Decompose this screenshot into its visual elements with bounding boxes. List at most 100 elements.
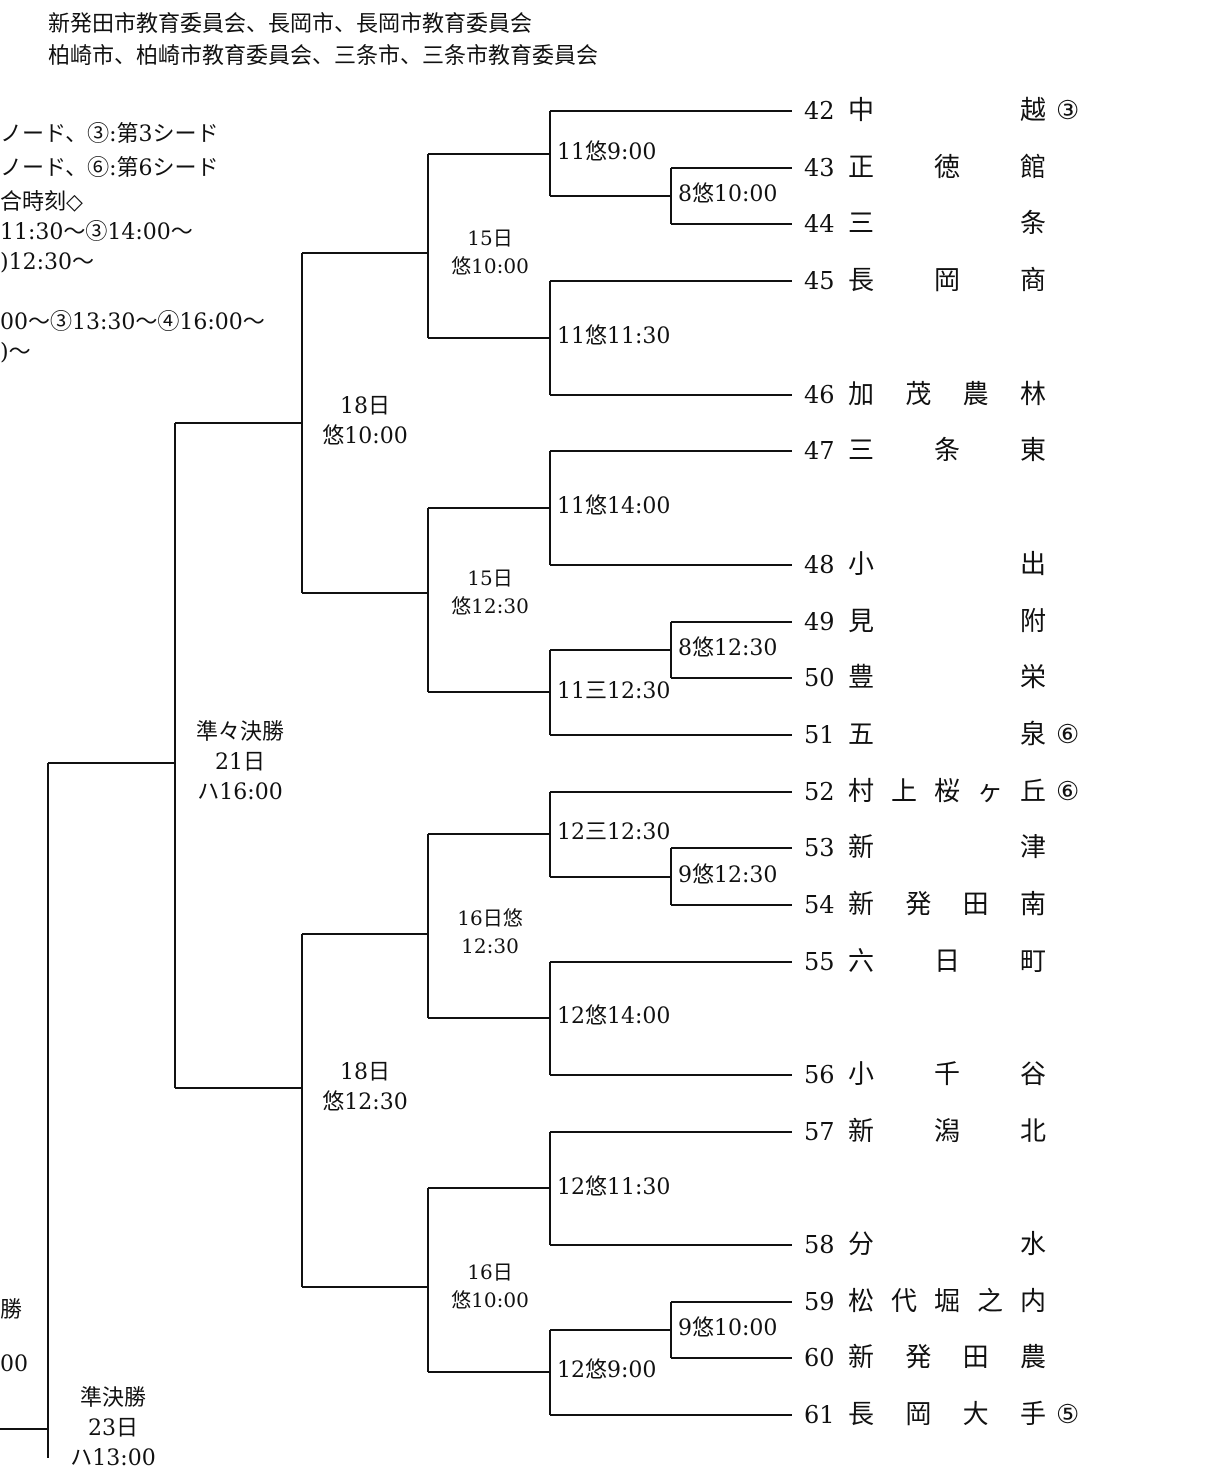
team-name-char: 岡 bbox=[933, 266, 960, 296]
match-label-r8a: 8悠10:00 bbox=[678, 182, 778, 207]
match-time-r16a: 12:30 bbox=[461, 934, 519, 958]
team-name-char: 田 bbox=[962, 1343, 989, 1373]
time-note-title: 合時刻◇ bbox=[0, 190, 83, 215]
match-time-r15b: 悠12:30 bbox=[451, 594, 529, 618]
team-name-char: 新 bbox=[848, 1117, 875, 1147]
team-number: 52 bbox=[804, 778, 835, 806]
team-name-char: 潟 bbox=[933, 1117, 960, 1147]
team-number: 43 bbox=[804, 154, 835, 182]
team-name-char: 代 bbox=[890, 1287, 917, 1317]
team-name-char: 見 bbox=[848, 607, 875, 637]
team-name-char: 正 bbox=[848, 153, 875, 183]
team-number: 49 bbox=[804, 608, 835, 636]
team-name: 正徳館 bbox=[848, 154, 1046, 182]
match-date-r16a: 16日悠 bbox=[457, 906, 523, 930]
match-label-r15a: 15日 悠10:00 bbox=[438, 224, 542, 280]
team-name: 小千谷 bbox=[848, 1061, 1046, 1089]
team-number: 47 bbox=[804, 437, 835, 465]
match-date-r18b: 18日 bbox=[340, 1060, 390, 1085]
team-name-char: 谷 bbox=[1019, 1060, 1046, 1090]
team-name-char: 上 bbox=[890, 777, 917, 807]
match-time-r15a: 悠10:00 bbox=[451, 254, 529, 278]
time-note-4: )～ bbox=[0, 340, 31, 365]
seed-note-2: ノード、⑥:第6シード bbox=[0, 156, 219, 181]
team-name: 三条 bbox=[848, 210, 1046, 238]
team-name: 新発田南 bbox=[848, 891, 1046, 919]
team-name-char: 水 bbox=[1019, 1230, 1046, 1260]
team-name-char: 新 bbox=[848, 833, 875, 863]
match-label-r12c: 12悠11:30 bbox=[557, 1175, 671, 1200]
team-name-char: 村 bbox=[848, 777, 875, 807]
seed-badge: ⑤ bbox=[1056, 1400, 1080, 1430]
team-number: 51 bbox=[804, 721, 835, 749]
team-name-char: 長 bbox=[848, 1400, 875, 1430]
team-name: 三条東 bbox=[848, 437, 1046, 465]
team-name-char: 三 bbox=[848, 436, 875, 466]
team-number: 57 bbox=[804, 1118, 835, 1146]
team-number: 61 bbox=[804, 1401, 835, 1429]
team-name: 見附 bbox=[848, 608, 1046, 636]
match-label-r8b: 8悠12:30 bbox=[678, 636, 778, 661]
time-note-1: 11:30～③14:00～ bbox=[0, 220, 193, 245]
team-number: 44 bbox=[804, 210, 835, 238]
team-name-char: 之 bbox=[976, 1287, 1003, 1317]
match-label-r11d: 11三12:30 bbox=[557, 679, 671, 704]
match-label-r12d: 12悠9:00 bbox=[557, 1358, 657, 1383]
team-name-char: 加 bbox=[848, 380, 875, 410]
semifinal-title: 準決勝 bbox=[79, 1386, 146, 1411]
team-name-char: 千 bbox=[933, 1060, 960, 1090]
match-date-r15b: 15日 bbox=[467, 566, 513, 590]
team-number: 56 bbox=[804, 1061, 835, 1089]
team-name-char: 発 bbox=[905, 1343, 932, 1373]
team-name-char: 分 bbox=[848, 1230, 875, 1260]
seed-badge: ⑥ bbox=[1056, 720, 1080, 750]
seed-note-1: ノード、③:第3シード bbox=[0, 122, 219, 147]
match-label-r12b: 12悠14:00 bbox=[557, 1004, 671, 1029]
team-number: 45 bbox=[804, 267, 835, 295]
team-name-char: 附 bbox=[1019, 607, 1046, 637]
seed-badge: ③ bbox=[1056, 96, 1080, 126]
team-name: 長岡商 bbox=[848, 267, 1046, 295]
team-name-char: 堀 bbox=[933, 1287, 960, 1317]
team-name-char: 新 bbox=[848, 1343, 875, 1373]
team-name-char: 中 bbox=[848, 96, 875, 126]
team-number: 50 bbox=[804, 664, 835, 692]
team-name: 松代堀之内 bbox=[848, 1288, 1046, 1316]
match-label-semifinal: 準決勝 23日 ハ13:00 bbox=[62, 1384, 164, 1474]
match-label-r11a: 11悠9:00 bbox=[557, 140, 657, 165]
match-date-r15a: 15日 bbox=[467, 226, 513, 250]
left-partial-1: 勝 bbox=[0, 1298, 23, 1323]
team-name: 村上桜ヶ丘 bbox=[848, 778, 1046, 806]
team-name-char: 条 bbox=[1019, 209, 1046, 239]
team-name-char: 北 bbox=[1019, 1117, 1046, 1147]
match-label-r16b: 16日 悠10:00 bbox=[438, 1258, 542, 1314]
quarterfinal-title: 準々決勝 bbox=[195, 720, 284, 745]
team-name: 加茂農林 bbox=[848, 381, 1046, 409]
team-name: 新発田農 bbox=[848, 1344, 1046, 1372]
seed-badge: ⑥ bbox=[1056, 777, 1080, 807]
time-note-3: 00～③13:30～④16:00～ bbox=[0, 310, 265, 335]
team-name-char: 商 bbox=[1019, 266, 1046, 296]
match-date-r18a: 18日 bbox=[340, 394, 390, 419]
quarterfinal-time: ハ16:00 bbox=[197, 780, 283, 805]
team-name-char: 長 bbox=[848, 266, 875, 296]
team-name-char: 農 bbox=[1019, 1343, 1046, 1373]
match-time-r18b: 悠12:30 bbox=[322, 1090, 408, 1115]
match-date-r16b: 16日 bbox=[467, 1260, 513, 1284]
match-label-r11b: 11悠11:30 bbox=[557, 324, 671, 349]
team-name-char: 内 bbox=[1019, 1287, 1046, 1317]
team-name-char: 三 bbox=[848, 209, 875, 239]
team-name: 豊栄 bbox=[848, 664, 1046, 692]
team-name-char: 手 bbox=[1019, 1400, 1046, 1430]
team-name: 六日町 bbox=[848, 948, 1046, 976]
match-label-r11c: 11悠14:00 bbox=[557, 494, 671, 519]
team-name-char: 越 bbox=[1019, 96, 1046, 126]
team-number: 42 bbox=[804, 97, 835, 125]
team-name: 新津 bbox=[848, 834, 1046, 862]
team-number: 48 bbox=[804, 551, 835, 579]
team-name-char: 出 bbox=[1019, 550, 1046, 580]
team-name-char: 桜 bbox=[933, 777, 960, 807]
team-name-char: 小 bbox=[848, 550, 875, 580]
match-label-r8c: 9悠12:30 bbox=[678, 863, 778, 888]
match-label-r12a: 12三12:30 bbox=[557, 820, 671, 845]
